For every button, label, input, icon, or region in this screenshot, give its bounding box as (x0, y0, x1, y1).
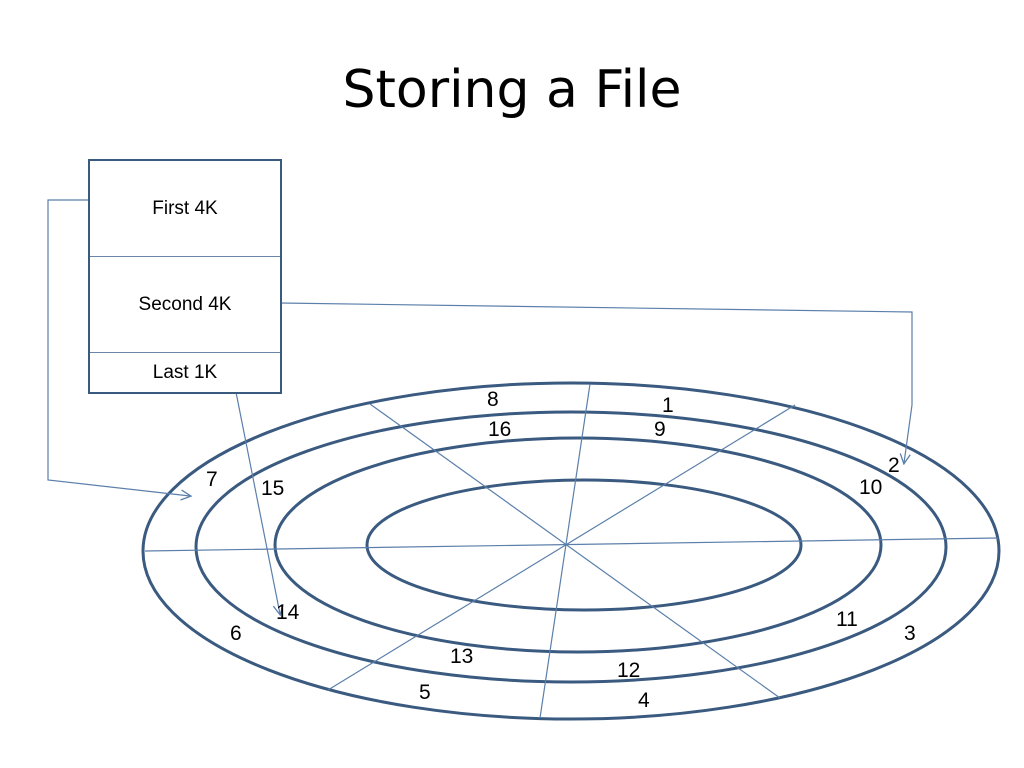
sector-line (144, 537, 999, 552)
arrow-second-block (279, 302, 913, 463)
file-block-label: Second 4K (138, 293, 232, 315)
sector-lines (144, 383, 999, 719)
file-block-label: First 4K (152, 197, 218, 219)
sector-label-5: 5 (419, 681, 431, 704)
file-block-label: Last 1K (152, 361, 218, 383)
sector-label-14: 14 (276, 601, 300, 624)
outer-track (141, 381, 1001, 721)
slide-title: Storing a File (342, 60, 682, 120)
arrow-first-block (47, 199, 190, 496)
sector-label-13: 13 (450, 645, 473, 668)
sector-label-3: 3 (904, 622, 916, 645)
middle-track (194, 410, 948, 684)
sector-labels: 1 2 3 4 5 6 7 8 9 10 11 12 13 14 15 16 (206, 388, 916, 712)
file-block-first: First 4K (90, 161, 280, 257)
file-block-second: Second 4K (90, 257, 280, 353)
sector-label-4: 4 (638, 689, 650, 712)
sector-label-6: 6 (230, 622, 242, 645)
inner-track (273, 436, 883, 654)
sector-label-16: 16 (488, 418, 511, 441)
spindle-track (365, 478, 803, 612)
arrow-last-block (231, 371, 280, 614)
sector-line (369, 403, 781, 699)
sector-label-1: 1 (662, 394, 674, 417)
sector-line (327, 404, 796, 691)
sector-label-12: 12 (617, 659, 640, 682)
file-block-last: Last 1K (90, 353, 280, 392)
sector-label-15: 15 (261, 477, 284, 500)
sector-label-8: 8 (487, 388, 499, 411)
file-blocks-box: First 4K Second 4K Last 1K (88, 159, 282, 394)
sector-label-7: 7 (206, 468, 218, 491)
sector-label-9: 9 (654, 418, 666, 441)
sector-label-11: 11 (836, 608, 858, 631)
sector-line (539, 383, 591, 719)
sector-label-2: 2 (888, 454, 900, 477)
sector-label-10: 10 (859, 476, 882, 499)
